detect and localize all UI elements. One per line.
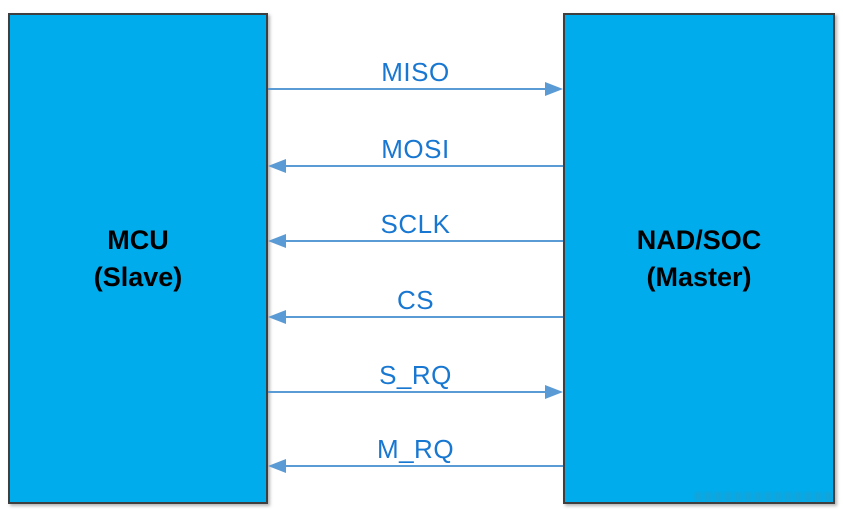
signal-arrow-line bbox=[284, 165, 563, 167]
signal-label: S_RQ bbox=[379, 360, 452, 390]
arrowhead-icon bbox=[268, 234, 286, 248]
node-subtitle: (Master) bbox=[646, 261, 752, 292]
signal-lanes: MISO MOSI SCLK CS S_RQ M_RQ bbox=[268, 0, 563, 514]
watermark-smudge bbox=[695, 492, 833, 501]
signal-arrow-line bbox=[284, 316, 563, 318]
node-title: NAD/SOC bbox=[636, 224, 762, 255]
arrowhead-icon bbox=[268, 459, 286, 473]
signal-label: SCLK bbox=[380, 209, 451, 239]
signal-arrow-line bbox=[284, 465, 563, 467]
signal-label: MOSI bbox=[381, 134, 450, 164]
node-nad-soc-text: NAD/SOC (Master) bbox=[637, 222, 762, 296]
arrowhead-icon bbox=[545, 385, 563, 399]
arrowhead-icon bbox=[268, 310, 286, 324]
signal-label: MISO bbox=[381, 57, 450, 87]
signal-arrow-line bbox=[268, 391, 547, 393]
node-mcu: MCU (Slave) bbox=[8, 13, 268, 504]
signal-label: CS bbox=[396, 285, 435, 315]
node-nad-soc: NAD/SOC (Master) bbox=[563, 13, 835, 504]
arrowhead-icon bbox=[268, 159, 286, 173]
node-title: MCU bbox=[107, 224, 169, 255]
arrowhead-icon bbox=[545, 82, 563, 96]
signal-label: M_RQ bbox=[376, 434, 455, 464]
signal-arrow-line bbox=[268, 88, 547, 90]
node-subtitle: (Slave) bbox=[93, 261, 183, 292]
signal-arrow-line bbox=[284, 240, 563, 242]
node-mcu-text: MCU (Slave) bbox=[94, 222, 183, 296]
